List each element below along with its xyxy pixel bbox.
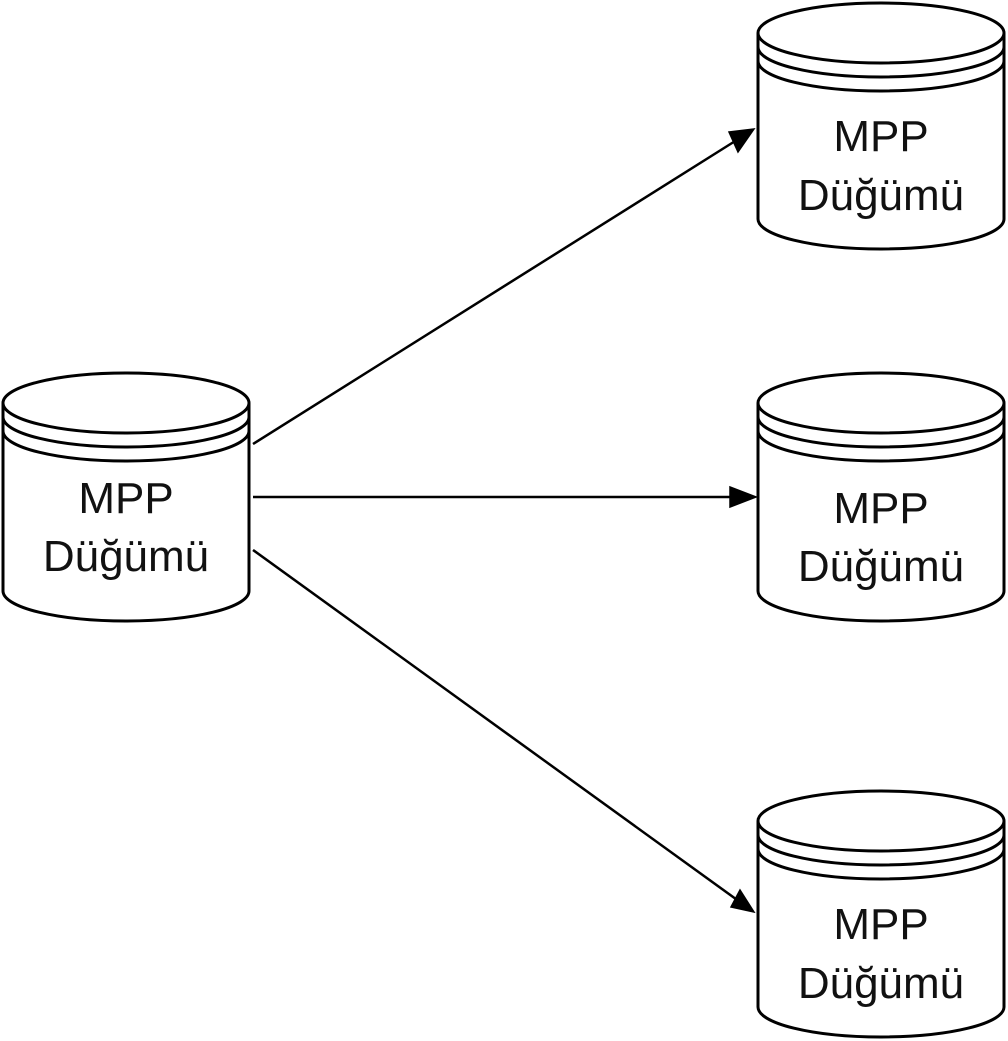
node-label-line1: MPP: [78, 474, 173, 523]
edge-source-to-bottom: [252, 548, 756, 914]
node-label-line1: MPP: [833, 112, 928, 161]
node-target-middle: MPP Düğümü: [756, 371, 1006, 623]
node-label-line2: Düğümü: [43, 532, 209, 581]
database-cylinder-icon: [1, 371, 251, 623]
node-label-line1: MPP: [833, 900, 928, 949]
edge-source-to-top: [252, 128, 756, 446]
node-label-line2: Düğümü: [798, 959, 964, 1008]
node-label-line1: MPP: [833, 484, 928, 533]
node-label-line2: Düğümü: [798, 171, 964, 220]
node-target-top: MPP Düğümü: [756, 1, 1006, 251]
arrow-head-icon: [727, 128, 756, 154]
database-cylinder-icon: [756, 1, 1006, 251]
node-label-line2: Düğümü: [798, 542, 964, 591]
edge-source-to-middle: [253, 485, 759, 509]
database-cylinder-icon: [756, 789, 1006, 1039]
arrow-head-icon: [729, 485, 759, 509]
node-target-bottom: MPP Düğümü: [756, 789, 1006, 1039]
node-source: MPP Düğümü: [1, 371, 251, 623]
arrow-head-icon: [729, 888, 756, 914]
database-cylinder-icon: [756, 371, 1006, 623]
edges: [252, 128, 759, 914]
